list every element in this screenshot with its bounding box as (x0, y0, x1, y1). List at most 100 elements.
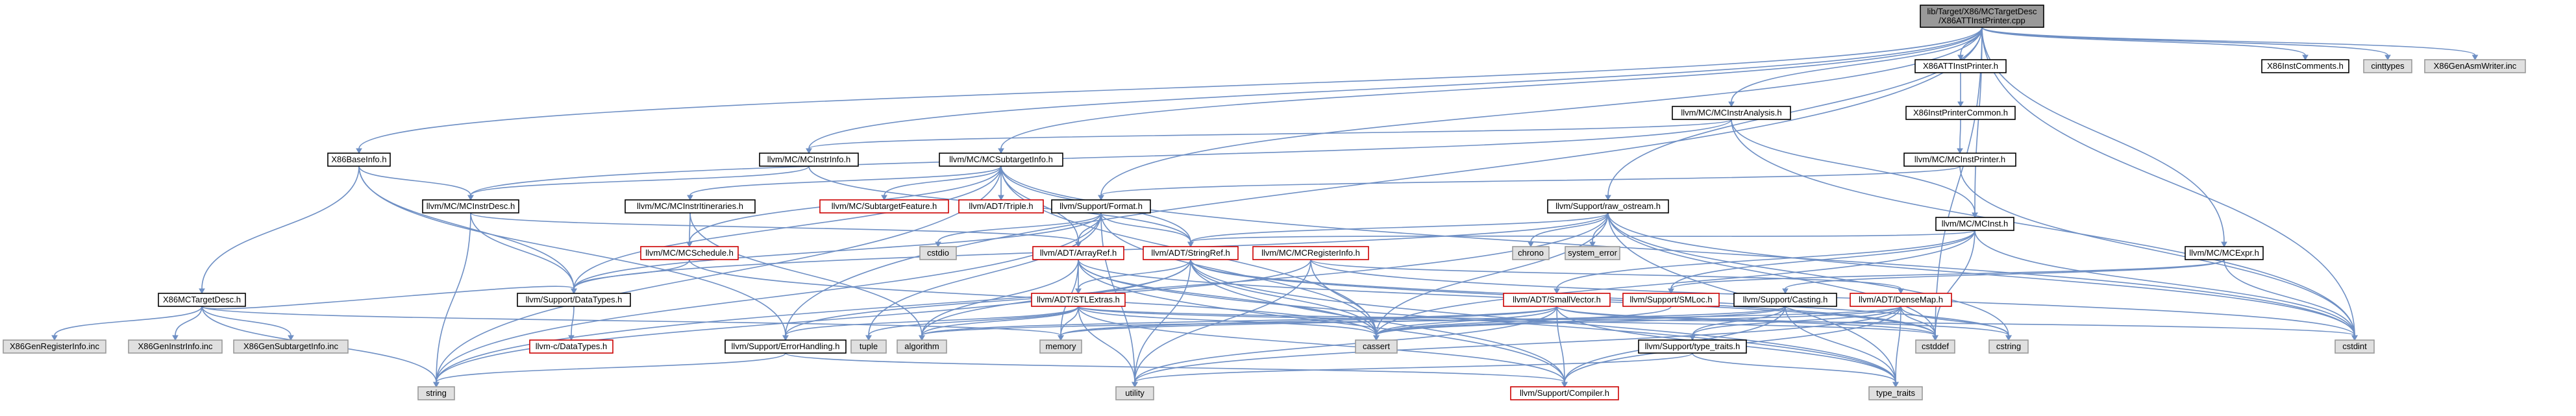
include-edge-mcinstranalysis-to-mcinstrdesc (467, 119, 1732, 201)
node-label: llvm/ADT/StringRef.h (1151, 248, 1230, 258)
node-errorhandling[interactable]: llvm/Support/ErrorHandling.h (724, 339, 847, 354)
include-edge-mcschedule-to-datatypes (571, 259, 690, 295)
include-edge-root-to-x86genasmwriter (1981, 27, 2479, 61)
node-mcinstrinfo[interactable]: llvm/MC/MCInstrInfo.h (759, 153, 859, 167)
node-label: /X86ATTInstPrinter.cpp (1938, 16, 2025, 25)
node-supportcasting[interactable]: llvm/Support/Casting.h (1733, 293, 1837, 307)
node-systemerror: system_error (1565, 246, 1620, 260)
node-cstdio: cstdio (919, 246, 957, 260)
node-box (2334, 339, 2375, 354)
node-label: cstring (1996, 341, 2021, 351)
node-label: llvm/MC/MCRegisterInfo.h (1261, 248, 1360, 258)
node-label: llvm/MC/MCInstrInfo.h (767, 154, 851, 164)
node-cstddef: cstddef (1915, 339, 1955, 354)
include-edge-mcsubtargetinfo-to-string (433, 165, 1002, 388)
node-box (1988, 339, 2029, 354)
node-label: llvm/MC/MCExpr.h (2189, 248, 2259, 258)
node-typetraits: type_traits (1868, 386, 1923, 400)
node-cstring: cstring (1988, 339, 2029, 354)
node-x86baseinfo[interactable]: X86BaseInfo.h (327, 153, 391, 167)
node-adtstringref[interactable]: llvm/ADT/StringRef.h (1143, 246, 1239, 260)
node-adtsmallvector[interactable]: llvm/ADT/SmallVector.h (1503, 293, 1611, 307)
node-x86instcomments[interactable]: X86InstComments.h (2261, 59, 2349, 73)
node-box (2363, 59, 2412, 73)
node-box (2185, 246, 2264, 260)
node-box (640, 246, 739, 260)
node-box (2424, 59, 2526, 73)
node-adttriple[interactable]: llvm/ADT/Triple.h (958, 199, 1044, 214)
node-mcinst[interactable]: llvm/MC/MCInst.h (1935, 217, 2014, 231)
node-adtdensemap[interactable]: llvm/ADT/DenseMap.h (1850, 293, 1952, 307)
node-label: cstdio (927, 248, 949, 258)
node-adtarrayref[interactable]: llvm/ADT/ArrayRef.h (1032, 246, 1124, 260)
node-x86genregisterinfo: X86GenRegisterInfo.inc (3, 339, 106, 354)
node-box (1915, 339, 1955, 354)
node-mcsubtargetinfo[interactable]: llvm/MC/MCSubtargetInfo.h (939, 153, 1063, 167)
include-edge-root-to-mcsubtargetinfo (998, 27, 1983, 154)
node-supportformat[interactable]: llvm/Support/Format.h (1051, 199, 1151, 214)
node-mcexpr[interactable]: llvm/MC/MCExpr.h (2185, 246, 2264, 260)
node-x86geninstrinfo: X86GenInstrInfo.inc (128, 339, 223, 354)
node-box (2261, 59, 2349, 73)
node-datatypes[interactable]: llvm/Support/DataTypes.h (517, 293, 631, 307)
node-label: llvm/ADT/Triple.h (969, 201, 1033, 211)
node-label: llvm/MC/MCInstPrinter.h (1914, 154, 2005, 164)
include-edge-datatypes-to-cdatatypes (568, 306, 575, 341)
node-box (1905, 106, 2016, 120)
node-label: llvm/ADT/SmallVector.h (1513, 295, 1601, 304)
node-compiler[interactable]: llvm/Support/Compiler.h (1510, 386, 1619, 400)
node-cassert: cassert (1355, 339, 1398, 354)
node-box (128, 339, 223, 354)
node-label: llvm/ADT/ArrayRef.h (1040, 248, 1117, 258)
node-box (1914, 59, 2007, 73)
node-x86instprintercommon[interactable]: X86InstPrinterCommon.h (1905, 106, 2016, 120)
node-mcinstprinter[interactable]: llvm/MC/MCInstPrinter.h (1903, 153, 2016, 167)
node-label: X86InstComments.h (2267, 61, 2344, 71)
node-rawostream[interactable]: llvm/Support/raw_ostream.h (1547, 199, 1669, 214)
node-mcregisterinfo[interactable]: llvm/MC/MCRegisterInfo.h (1252, 246, 1369, 260)
node-label: utility (1125, 388, 1145, 398)
node-label: llvm-c/DataTypes.h (536, 341, 608, 351)
node-box (1051, 199, 1151, 214)
node-box (1622, 293, 1720, 307)
node-mcsubtargetfeature[interactable]: llvm/MC/SubtargetFeature.h (819, 199, 949, 214)
include-edge-mcinst-to-adtsmallvector (1554, 230, 1975, 295)
node-cinttypes: cinttypes (2363, 59, 2412, 73)
include-edge-adtstlextras-to-utility (1078, 306, 1138, 388)
include-edge-adtstlextras-to-cstdint (1078, 306, 2358, 341)
node-adtstlextras[interactable]: llvm/ADT/STLExtras.h (1031, 293, 1126, 307)
node-label: lib/Target/X86/MCTargetDesc (1927, 6, 2037, 16)
include-edge-root-to-supportformat (1098, 27, 1983, 201)
node-box (3, 339, 106, 354)
node-chrono: chrono (1512, 246, 1550, 260)
node-label: llvm/MC/MCInstrItineraries.h (637, 201, 743, 211)
node-box (529, 339, 613, 354)
node-box (1355, 339, 1398, 354)
include-edge-errorhandling-to-compiler (785, 352, 1568, 388)
node-mcinstranalysis[interactable]: llvm/MC/MCInstrAnalysis.h (1672, 106, 1791, 120)
node-x86mctargetdesc[interactable]: X86MCTargetDesc.h (158, 293, 246, 307)
include-edge-root-to-x86instcomments (1981, 27, 2309, 61)
node-box (422, 199, 519, 214)
node-box (1935, 217, 2014, 231)
node-label: llvm/Support/Casting.h (1743, 295, 1828, 304)
node-label: llvm/Support/SMLoc.h (1629, 295, 1712, 304)
node-typetraits_h[interactable]: llvm/Support/type_traits.h (1638, 339, 1747, 354)
include-edge-mcregisterinfo-to-adtdensemap (1310, 259, 1904, 295)
node-x86attinstprinter[interactable]: X86ATTInstPrinter.h (1914, 59, 2007, 73)
node-string: string (417, 386, 455, 400)
node-label: type_traits (1876, 388, 1915, 398)
node-mcinstrdesc[interactable]: llvm/MC/MCInstrDesc.h (422, 199, 519, 214)
node-mcinstrinineraries[interactable]: llvm/MC/MCInstrItineraries.h (625, 199, 756, 214)
include-edge-errorhandling-to-string (433, 352, 786, 388)
node-mcschedule[interactable]: llvm/MC/MCSchedule.h (640, 246, 739, 260)
node-cdatatypes[interactable]: llvm-c/DataTypes.h (529, 339, 613, 354)
node-root[interactable]: lib/Target/X86/MCTargetDesc/X86ATTInstPr… (1920, 5, 2044, 28)
node-box (897, 339, 947, 354)
include-edge-root-to-cstdint (1981, 27, 2358, 341)
node-supportsmloc[interactable]: llvm/Support/SMLoc.h (1622, 293, 1720, 307)
node-box (759, 153, 859, 167)
node-box (958, 199, 1044, 214)
include-edge-typetraits_h-to-typetraits (1692, 352, 1899, 388)
node-label: llvm/MC/SubtargetFeature.h (832, 201, 937, 211)
